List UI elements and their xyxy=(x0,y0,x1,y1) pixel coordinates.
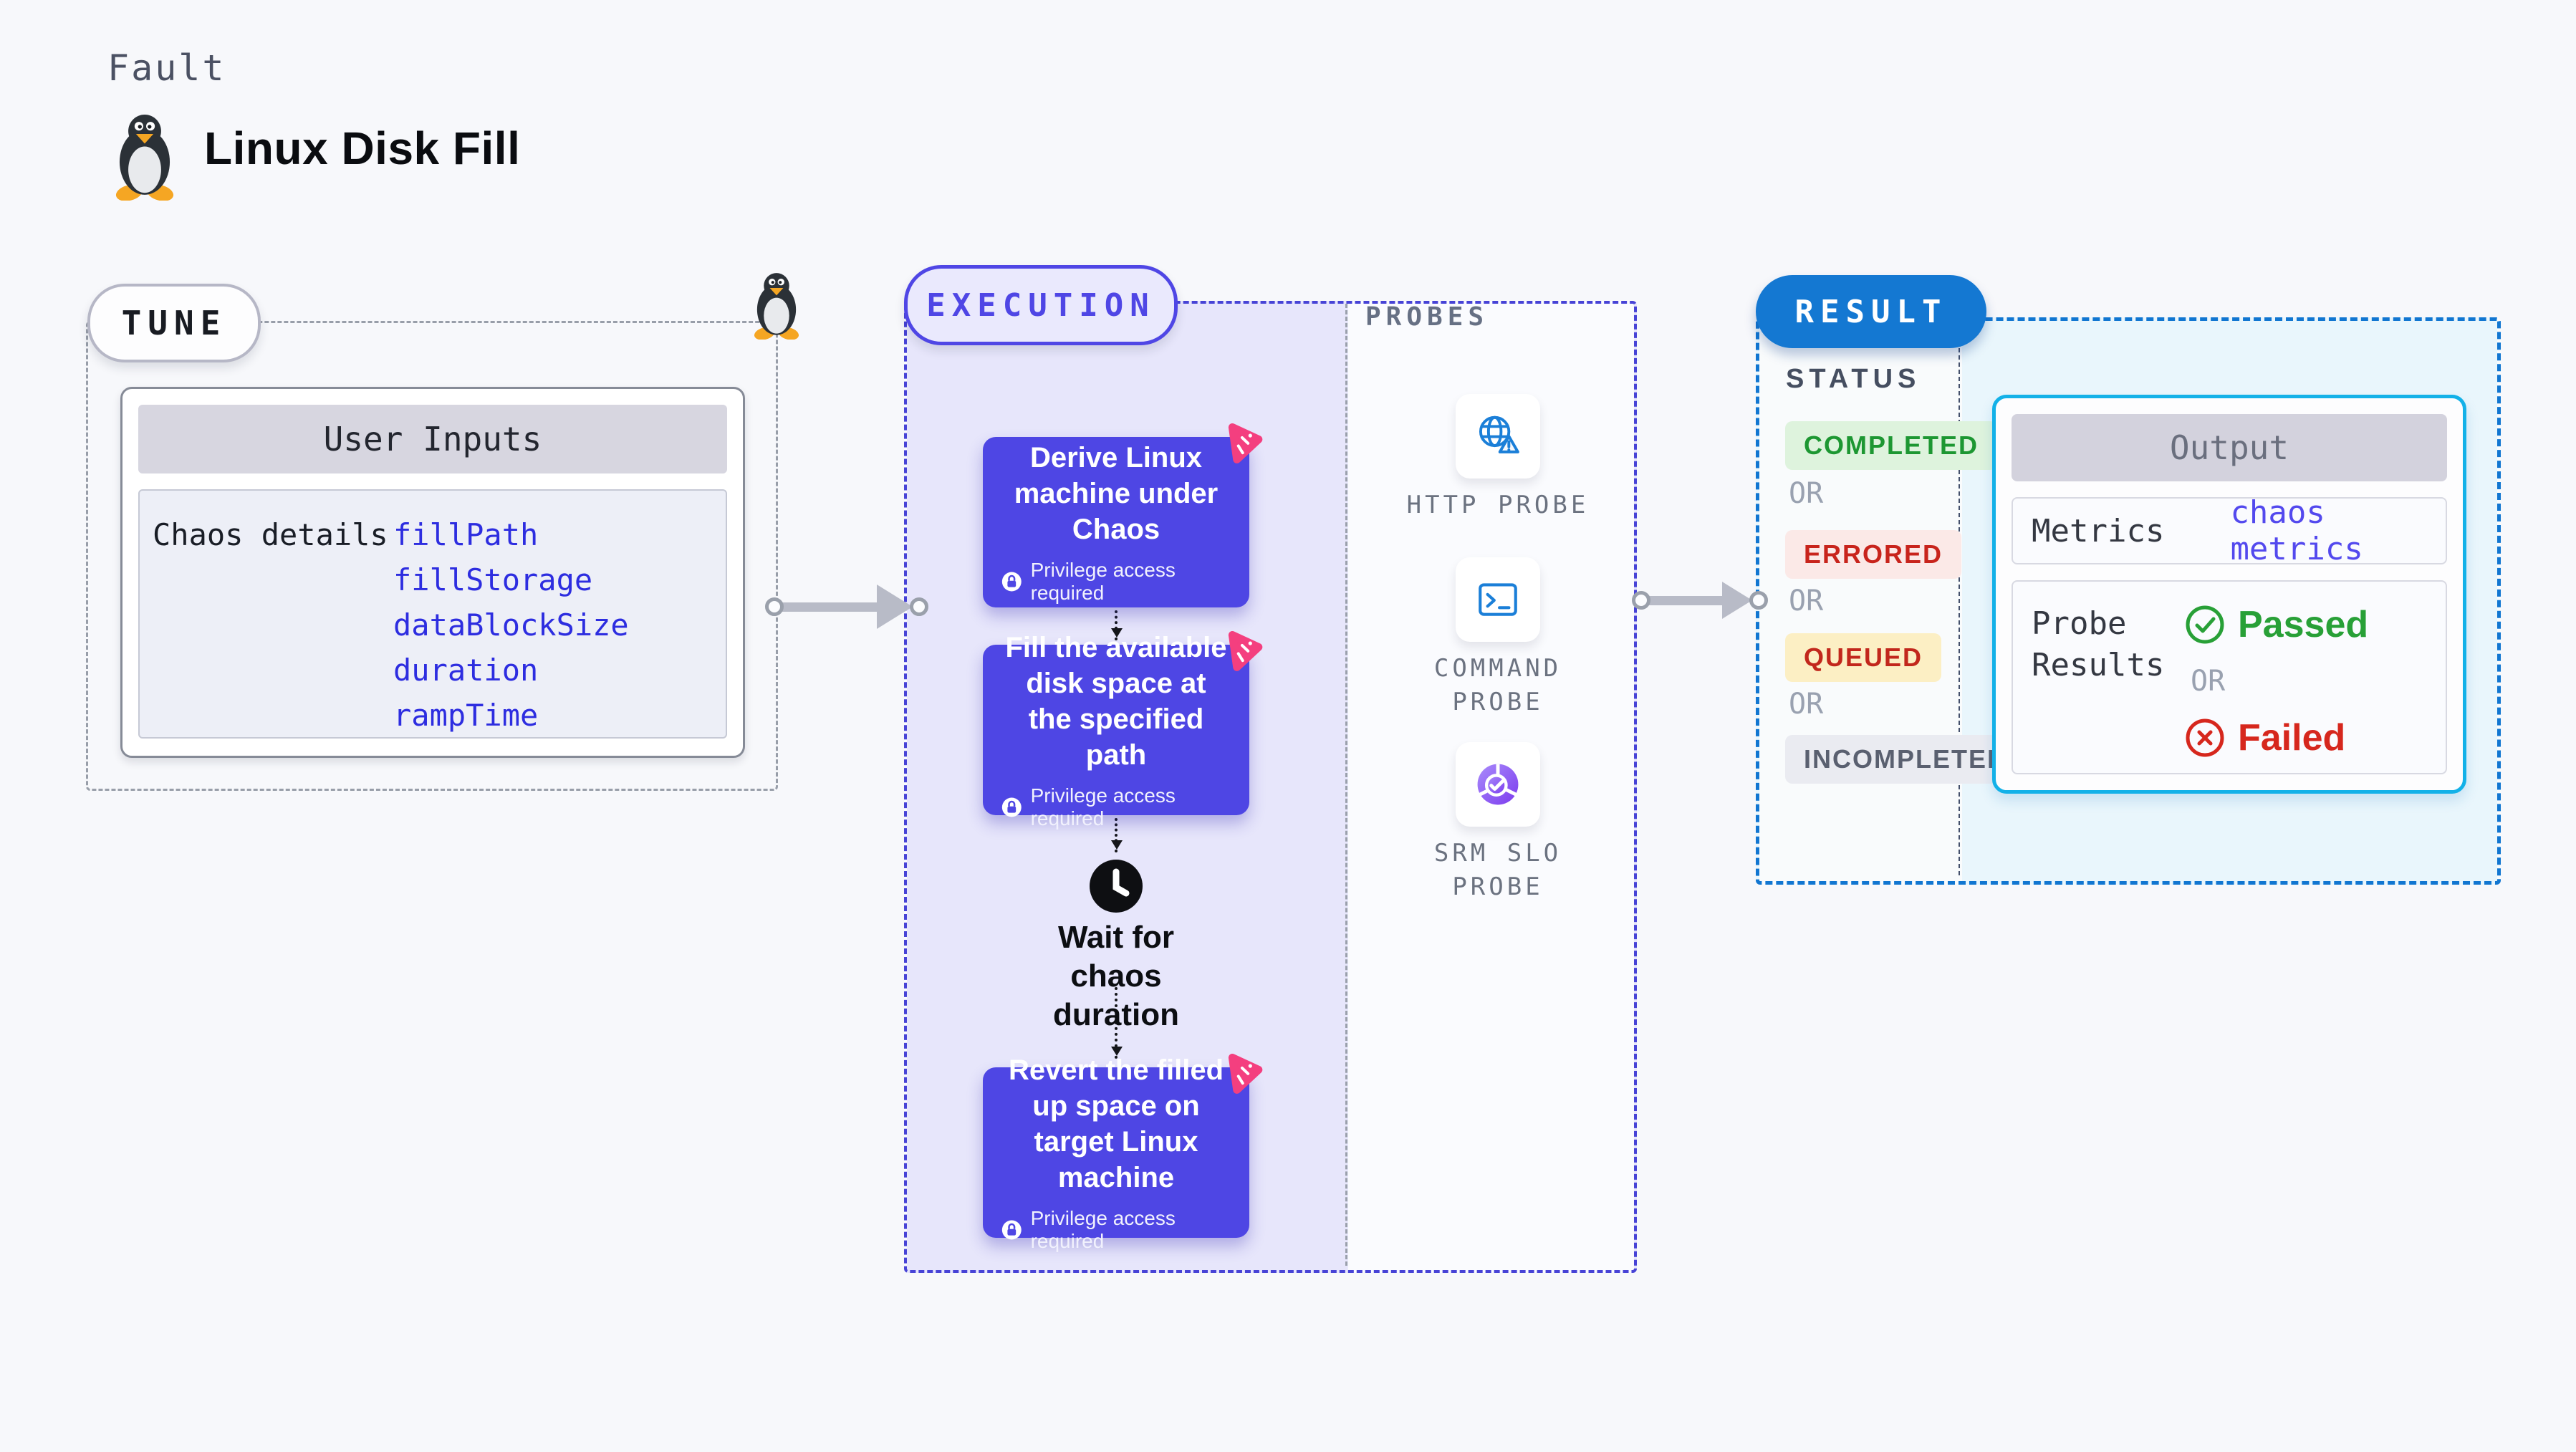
connector-dot xyxy=(765,597,784,616)
execution-node-revert: Revert the filled up space on target Lin… xyxy=(983,1053,1263,1252)
tune-pill: TUNE xyxy=(87,284,261,362)
input-datablocksize: dataBlockSize xyxy=(393,607,629,643)
flow-connector xyxy=(1111,987,1123,1059)
chaos-burst-icon xyxy=(1228,630,1263,671)
failed-label: Failed xyxy=(2238,717,2346,759)
passed-label: Passed xyxy=(2238,604,2369,645)
output-card: Output Metrics chaos metrics Probe Resul… xyxy=(1992,395,2466,794)
or-separator: OR xyxy=(1789,688,1824,721)
check-circle-icon xyxy=(2186,605,2224,644)
failed-line: Failed xyxy=(2185,716,2368,759)
lock-icon xyxy=(1001,797,1022,817)
http-probe-label: HTTP PROBE xyxy=(1406,491,1590,519)
privilege-row: Privilege access required xyxy=(1001,559,1231,605)
arrow-head xyxy=(877,585,913,629)
flow-connector xyxy=(1111,610,1123,640)
lock-icon xyxy=(1001,572,1022,592)
connector-dot xyxy=(1632,591,1650,610)
passed-line: Passed xyxy=(2185,603,2368,646)
page-title: Linux Disk Fill xyxy=(204,122,521,174)
chaos-metrics-link[interactable]: chaos metrics xyxy=(2230,494,2363,567)
execution-node-derive: Derive Linux machine under Chaos Privile… xyxy=(983,423,1263,607)
connector-dot xyxy=(1749,591,1768,610)
http-probe-card xyxy=(1456,394,1540,479)
terminal-icon xyxy=(1479,583,1517,616)
arrow-shaft xyxy=(782,602,878,612)
status-badge-queued: QUEUED xyxy=(1785,633,1942,682)
probe-results-values: Passed OR Failed xyxy=(2185,603,2368,773)
command-probe-card xyxy=(1456,557,1540,642)
result-pill: RESULT xyxy=(1756,275,1986,348)
arrow-shaft xyxy=(1649,595,1724,605)
tux-penguin-icon xyxy=(114,115,176,201)
donut-check-icon xyxy=(1477,764,1519,805)
probe-results-row: Probe Results Passed OR Failed xyxy=(2012,580,2447,774)
privilege-row: Privilege access required xyxy=(1001,784,1231,830)
command-probe-label: COMMAND PROBE xyxy=(1433,654,1562,716)
globe-warning-icon xyxy=(1479,415,1519,453)
privilege-label: Privilege access required xyxy=(1030,559,1176,604)
chaos-details-values: fillPath fillStorage dataBlockSize durat… xyxy=(393,512,629,737)
execution-pill: EXECUTION xyxy=(904,265,1178,345)
chaos-burst-icon xyxy=(1228,423,1263,463)
input-fillstorage: fillStorage xyxy=(393,562,593,597)
metrics-row: Metrics chaos metrics xyxy=(2012,494,2447,567)
metrics-label: Metrics xyxy=(2032,512,2165,549)
wait-step-label: Wait for chaos duration xyxy=(1053,920,1179,1032)
user-inputs-title: User Inputs xyxy=(138,405,727,473)
chaos-details-label: Chaos details xyxy=(153,517,388,552)
user-inputs-rows: Chaos details fillPath fillStorage dataB… xyxy=(138,489,727,739)
tune-section-box xyxy=(86,321,778,791)
connector-dot xyxy=(910,597,928,616)
probe-results-label: Probe Results xyxy=(2032,605,2165,683)
or-separator: OR xyxy=(2191,665,2226,698)
srm-slo-probe-label: SRM SLO PROBE xyxy=(1433,839,1562,901)
chaos-burst-icon xyxy=(1228,1053,1263,1094)
status-badge-errored: ERRORED xyxy=(1785,530,1962,579)
execution-node-fill: Fill the available disk space at the spe… xyxy=(983,630,1263,830)
clock-icon xyxy=(1090,860,1143,913)
input-fillpath: fillPath xyxy=(393,517,539,552)
x-circle-icon xyxy=(2186,718,2224,757)
status-badge-incompleted: INCOMPLETED xyxy=(1785,735,2027,784)
tune-to-execution-arrow xyxy=(765,583,928,630)
output-title: Output xyxy=(2012,414,2447,481)
node-title: Fill the available disk space at the spe… xyxy=(1005,632,1227,771)
arrow-head xyxy=(1722,582,1752,619)
privilege-row: Privilege access required xyxy=(1001,1207,1231,1253)
privilege-label: Privilege access required xyxy=(1030,784,1176,830)
srm-slo-probe-card xyxy=(1456,742,1540,827)
status-badge-completed: COMPLETED xyxy=(1785,421,1998,470)
tux-penguin-icon xyxy=(753,273,800,340)
input-ramptime: rampTime xyxy=(393,698,539,733)
input-duration: duration xyxy=(393,653,539,688)
fault-kicker: Fault xyxy=(107,47,226,89)
lock-icon xyxy=(1001,1220,1022,1240)
privilege-label: Privilege access required xyxy=(1030,1207,1176,1252)
probes-divider xyxy=(1345,304,1347,1266)
status-heading: STATUS xyxy=(1786,364,1921,394)
node-title: Revert the filled up space on target Lin… xyxy=(1008,1054,1224,1193)
execution-to-result-arrow xyxy=(1632,577,1768,624)
or-separator: OR xyxy=(1789,477,1824,510)
user-inputs-card: User Inputs Chaos details fillPath fillS… xyxy=(120,387,745,758)
or-separator: OR xyxy=(1789,585,1824,617)
result-divider xyxy=(1959,319,1960,875)
probes-section-label: PROBES xyxy=(1365,302,1489,332)
flow-connector xyxy=(1111,818,1123,852)
node-title: Derive Linux machine under Chaos xyxy=(1014,442,1219,545)
